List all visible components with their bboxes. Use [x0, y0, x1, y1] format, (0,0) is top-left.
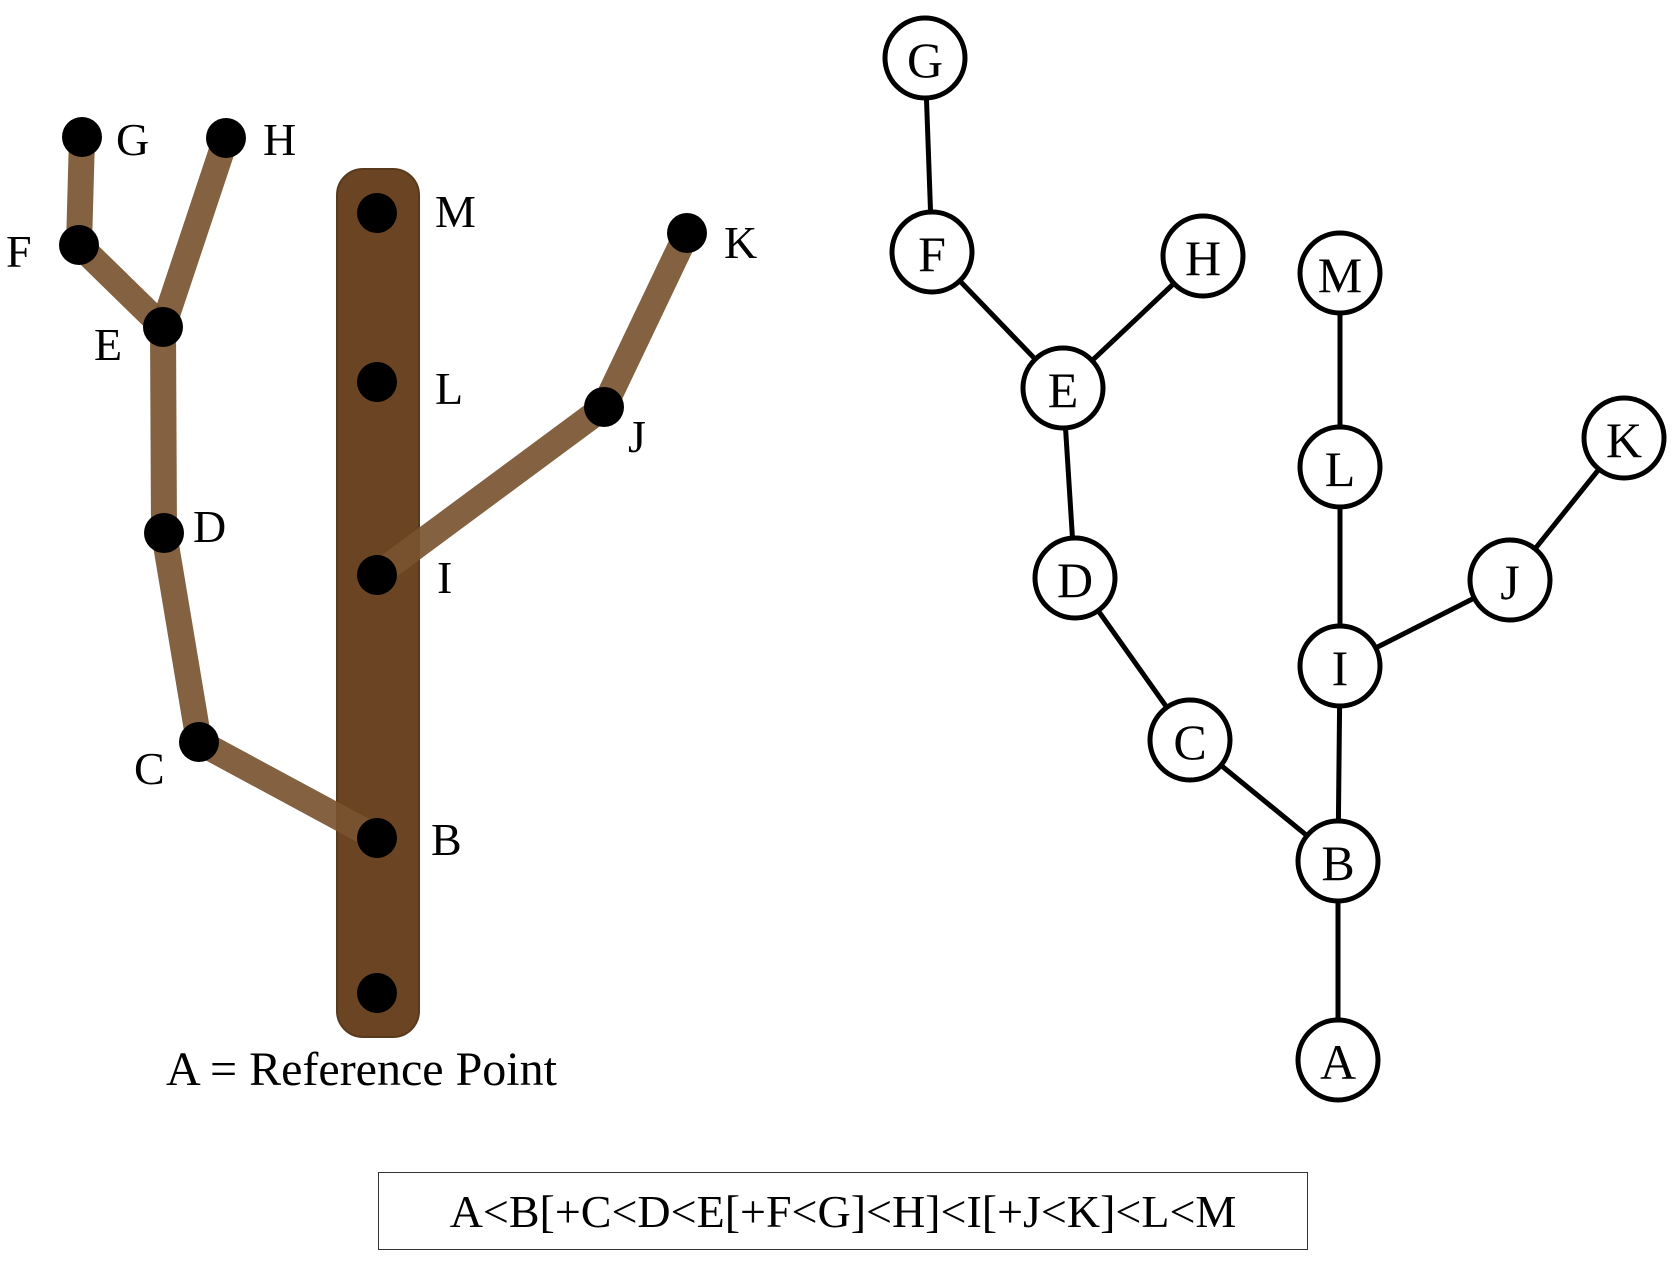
node-label-a: A — [1320, 1034, 1356, 1090]
graph-nodes — [882, 15, 1667, 1103]
point-f — [59, 225, 99, 265]
node-e — [1020, 345, 1106, 431]
point-h — [206, 118, 246, 158]
node-d — [1032, 535, 1118, 621]
point-c — [179, 722, 219, 762]
label-g: G — [116, 114, 149, 165]
node-label-m: M — [1318, 247, 1362, 303]
label-d: D — [193, 501, 226, 552]
point-k — [667, 213, 707, 253]
topology-formula: A<B[+C<D<E[+F<G]<H]<I[+J<K]<L<M — [378, 1172, 1308, 1250]
node-label-d: D — [1057, 552, 1093, 608]
node-label-g: G — [907, 32, 943, 88]
point-d — [144, 513, 184, 553]
point-g — [62, 117, 102, 157]
node-m — [1297, 230, 1383, 316]
branch-right — [364, 220, 700, 588]
node-label-h: H — [1185, 230, 1221, 286]
plant-sketch: G H F E D C B I L M J K A = Reference Po… — [6, 114, 757, 1096]
topology-graph: G F H E D C B A I L M J K — [882, 15, 1667, 1103]
node-label-b: B — [1321, 835, 1354, 891]
point-j — [584, 387, 624, 427]
label-c: C — [134, 743, 165, 794]
node-a — [1295, 1017, 1381, 1103]
point-i — [357, 555, 397, 595]
label-k: K — [724, 217, 757, 268]
node-k — [1581, 395, 1667, 481]
label-l: L — [435, 363, 463, 414]
node-h — [1160, 213, 1246, 299]
node-label-f: F — [918, 226, 946, 282]
label-m: M — [435, 186, 476, 237]
graph-node-labels: G F H E D C B A I L M J K — [907, 32, 1642, 1090]
reference-caption: A = Reference Point — [166, 1043, 558, 1096]
label-i: I — [437, 552, 452, 603]
point-e — [143, 307, 183, 347]
node-label-c: C — [1173, 714, 1206, 770]
point-b — [357, 818, 397, 858]
label-j: J — [628, 411, 646, 462]
node-label-j: J — [1500, 554, 1519, 610]
node-label-e: E — [1048, 362, 1079, 418]
node-j — [1467, 537, 1553, 623]
sketch-points — [59, 117, 707, 1013]
label-h: H — [263, 114, 296, 165]
point-l — [357, 362, 397, 402]
node-g — [882, 15, 968, 101]
node-f — [889, 209, 975, 295]
label-e: E — [94, 319, 122, 370]
main-stem — [336, 168, 420, 1038]
node-i — [1297, 623, 1383, 709]
label-f: F — [6, 226, 32, 277]
node-b — [1295, 818, 1381, 904]
node-label-l: L — [1325, 441, 1356, 497]
point-a — [357, 973, 397, 1013]
sketch-labels: G H F E D C B I L M J K — [6, 114, 757, 865]
point-m — [357, 193, 397, 233]
label-b: B — [431, 814, 462, 865]
node-label-i: I — [1332, 640, 1349, 696]
node-label-k: K — [1606, 412, 1642, 468]
node-c — [1147, 697, 1233, 783]
node-l — [1297, 424, 1383, 510]
